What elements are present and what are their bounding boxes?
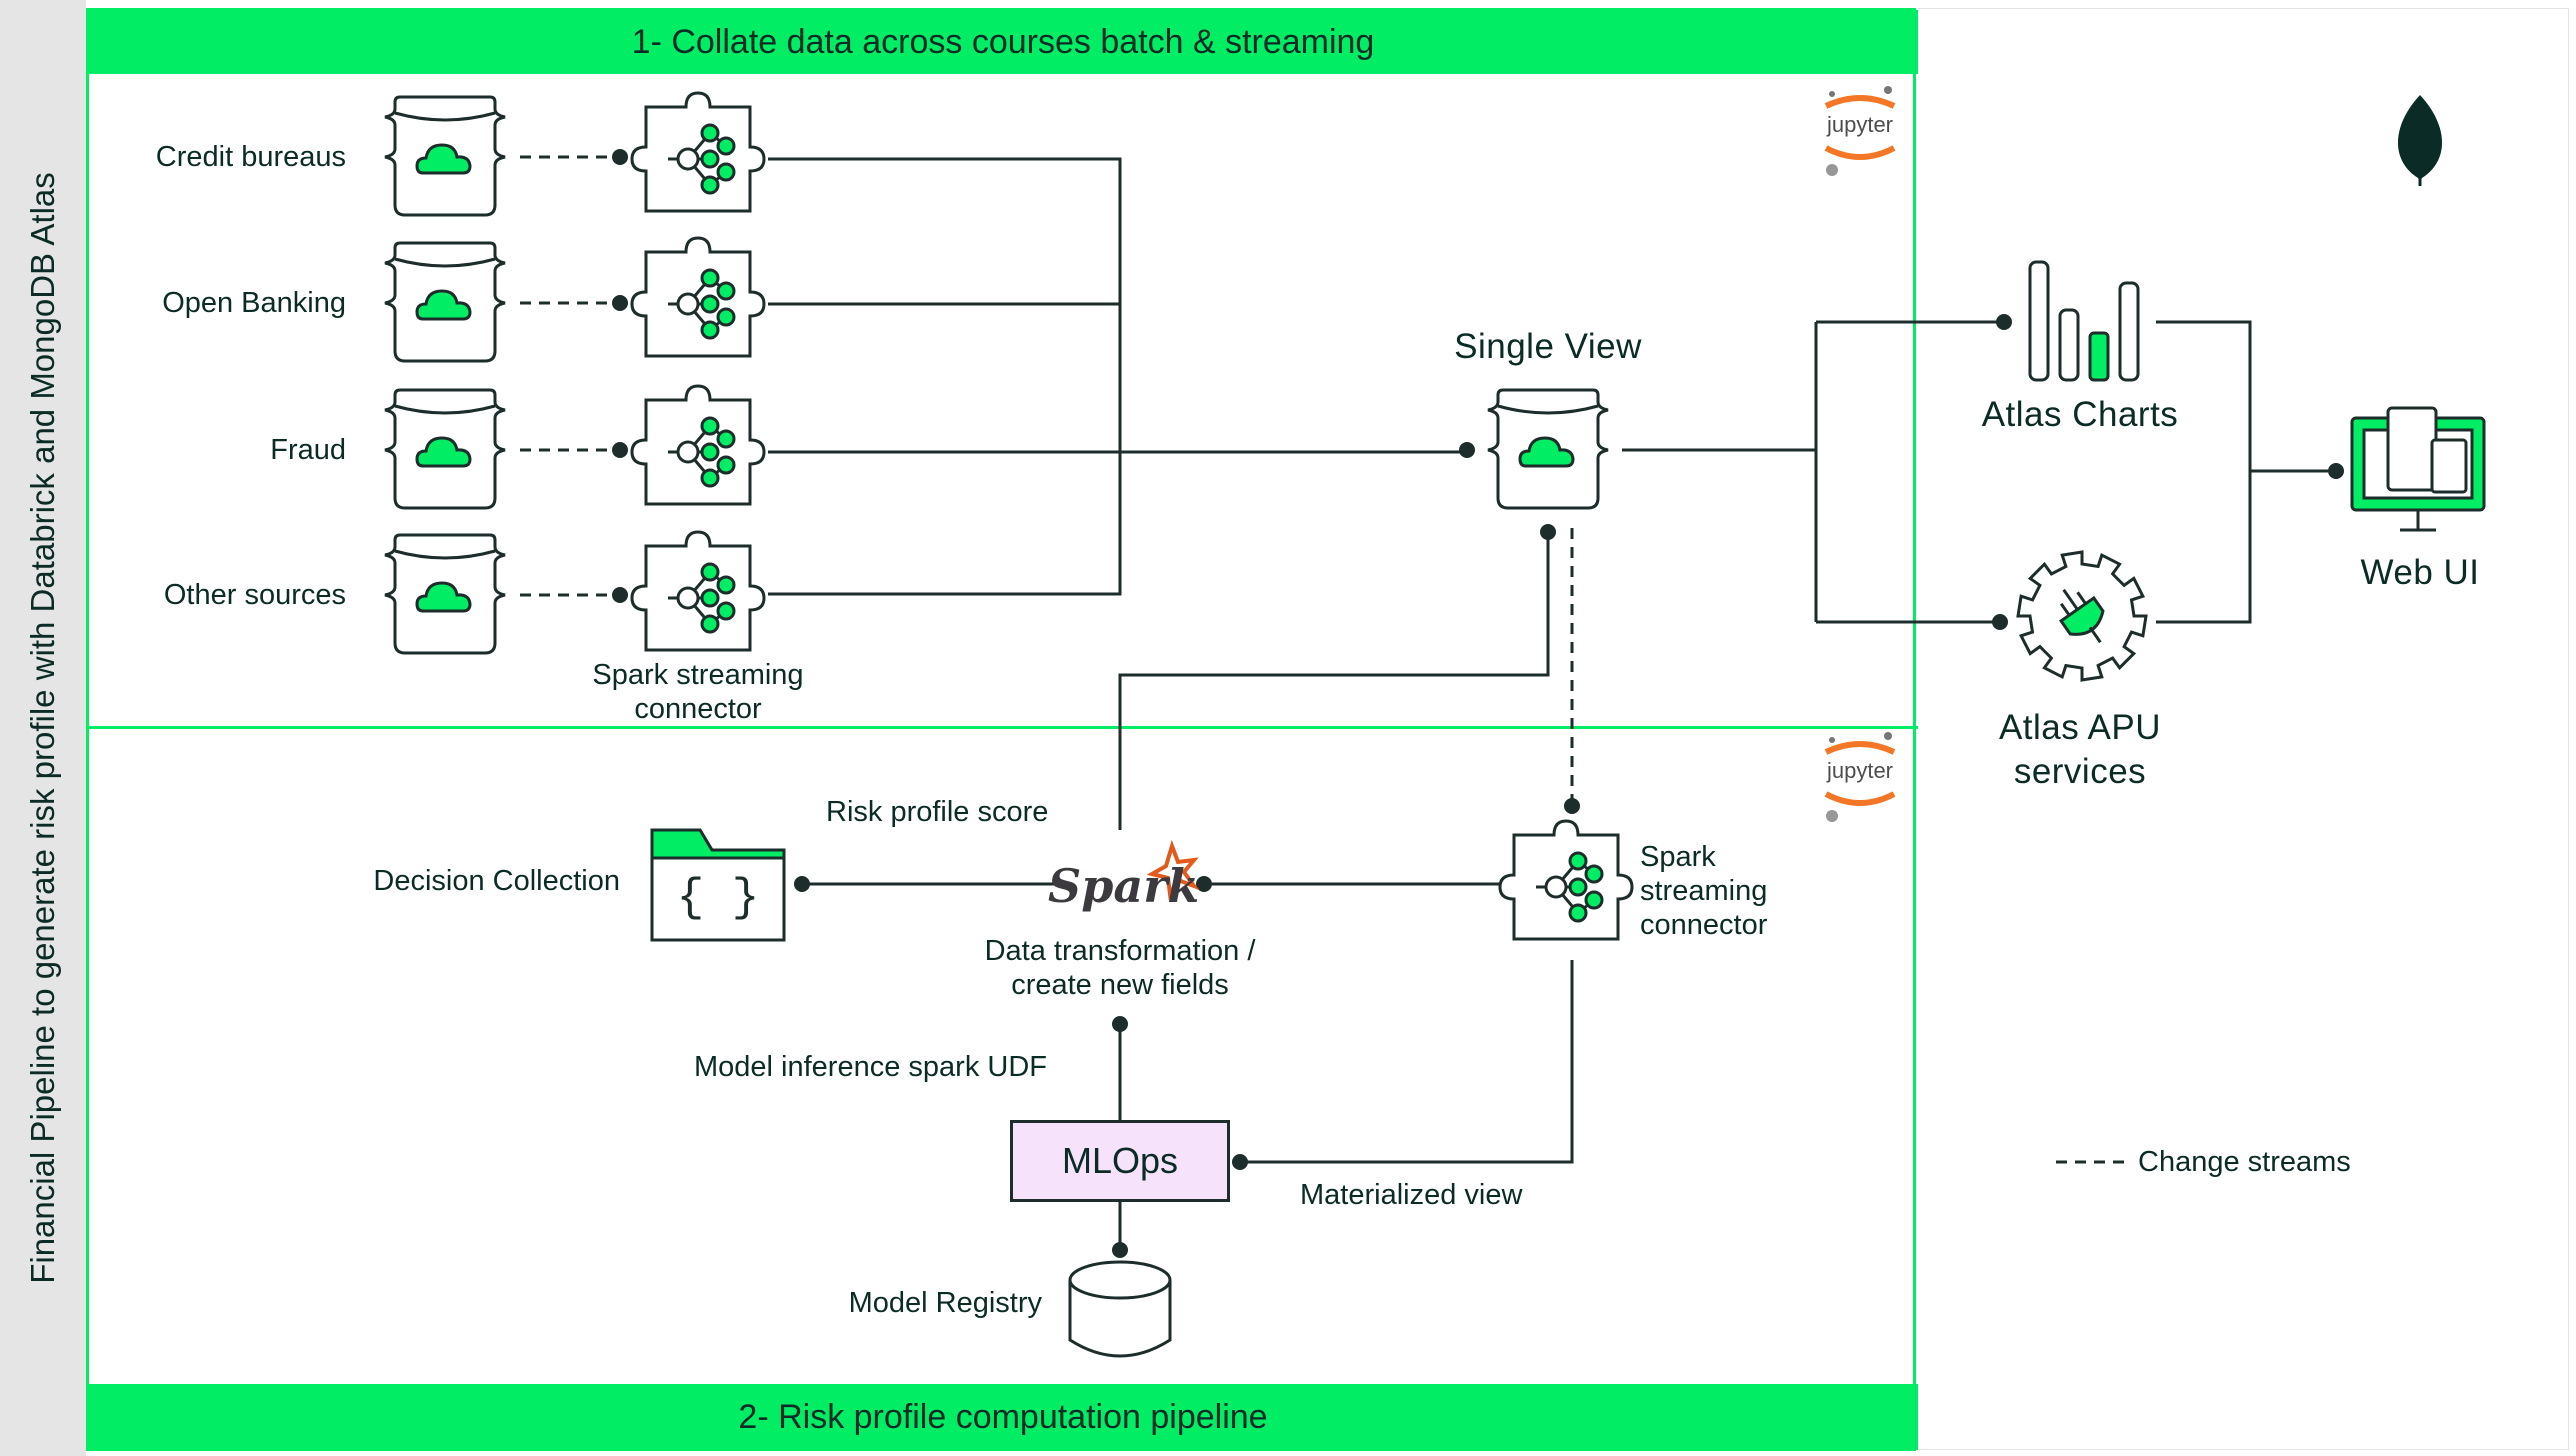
compute-lines xyxy=(808,538,1574,1250)
decision-collection-label: Decision Collection xyxy=(373,865,620,897)
connector-icon-3 xyxy=(630,384,766,506)
sidebar: Financial Pipeline to generate risk prof… xyxy=(0,0,86,1456)
legend-change-streams: Change streams xyxy=(2138,1146,2351,1178)
mongodb-leaf-icon xyxy=(2397,95,2443,182)
risk-profile-score-label: Risk profile score xyxy=(826,796,1049,828)
connector-icon-4 xyxy=(630,530,766,652)
atlas-panel xyxy=(1918,8,2569,1450)
mlops-box: MLOps xyxy=(1010,1120,1230,1202)
connector-icon-2 xyxy=(630,236,766,358)
atlas-api-label: Atlas APU services xyxy=(1998,708,2162,791)
jupyter-logo-top xyxy=(1824,86,1896,176)
braces-glyph: { } xyxy=(677,872,760,924)
ingest-lines xyxy=(768,157,1460,596)
monitor-icon xyxy=(2350,406,2486,532)
source-label-other: Other sources xyxy=(163,579,346,611)
source-label-fraud: Fraud xyxy=(270,434,346,466)
cylinder-icon xyxy=(1068,1260,1172,1358)
source-db-icon-other xyxy=(383,533,507,655)
banner-bottom: 2- Risk profile computation pipeline xyxy=(88,1384,1918,1450)
spark-connector-top-label: Spark streaming connector xyxy=(592,659,804,725)
single-view-label: Single View xyxy=(1454,327,1642,366)
source-label-openbanking: Open Banking xyxy=(162,287,346,319)
source-db-icon-openbanking xyxy=(383,241,507,363)
connector-icon-1 xyxy=(630,91,766,213)
model-inference-label: Model inference spark UDF xyxy=(694,1051,1047,1083)
source-label-credit: Credit bureaus xyxy=(155,141,346,173)
connector-icon-bottom xyxy=(1498,819,1634,941)
atlas-charts-label: Atlas Charts xyxy=(1981,395,2179,434)
spark-connector-bottom-label: Spark streaming connector xyxy=(1640,841,1768,941)
model-registry-label: Model Registry xyxy=(848,1287,1042,1319)
spark-logo: Spark xyxy=(1048,859,1200,913)
serve-lines xyxy=(1622,320,2328,624)
charts-icon xyxy=(2028,260,2140,382)
api-gear-icon xyxy=(2016,550,2148,682)
web-ui-label: Web UI xyxy=(2360,553,2480,592)
single-view-db-icon xyxy=(1486,388,1610,510)
jupyter-text-top: jupyter xyxy=(1826,112,1894,137)
change-stream-links xyxy=(520,155,1574,800)
spark-star-icon xyxy=(1146,839,1200,901)
source-db-icon-credit xyxy=(383,95,507,217)
banner-top: 1- Collate data across courses batch & s… xyxy=(88,10,1918,74)
folder-braces-icon xyxy=(650,828,786,942)
section-divider xyxy=(88,726,1918,729)
jupyter-text-bottom: jupyter xyxy=(1826,758,1894,783)
data-transformation-label: Data transformation / create new fields xyxy=(984,935,1256,1001)
source-db-icon-fraud xyxy=(383,388,507,510)
jupyter-logo-bottom xyxy=(1824,732,1896,822)
materialized-view-label: Materialized view xyxy=(1300,1179,1523,1211)
